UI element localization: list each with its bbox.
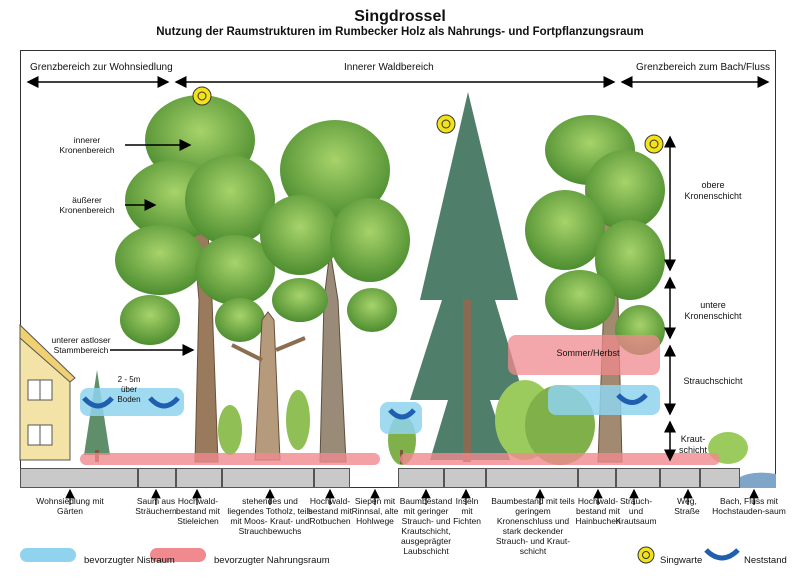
zone-label-center: Innerer Waldbereich (344, 62, 434, 73)
ground-segment (486, 468, 578, 488)
layer-herb: Kraut-schicht (678, 434, 707, 455)
zone-label-left: Grenzbereich zur Wohnsiedlung (30, 62, 173, 73)
layer-shrub: Strauchschicht (683, 376, 743, 386)
beech-tree (260, 120, 410, 463)
ground-segment (700, 468, 740, 488)
ground-segment (222, 468, 314, 488)
ground-segment (176, 468, 222, 488)
ground-segment (660, 468, 700, 488)
hornbeam-tree (525, 115, 665, 463)
layer-lower-crown: untere Kronenschicht (684, 300, 742, 321)
ground-segment (138, 468, 176, 488)
ground-segment (314, 468, 350, 488)
ground-segment (578, 468, 616, 488)
legend-song-post: Singwarte (660, 555, 703, 566)
bottom-label-creek: Bach, Fluss mit Hochstauden-saum (712, 496, 786, 516)
diagram-title: Singdrossel (354, 8, 446, 25)
song-posts (192, 86, 664, 154)
label-lower-trunk: unterer astloser Stammbereich (51, 335, 111, 355)
legend-graphics (20, 546, 740, 564)
bottom-label-shrub-edge: Saum aus Sträuchern (135, 496, 177, 516)
bottom-label-spruce-islands: Inseln mit Fichten (453, 496, 481, 526)
ground-segment (616, 468, 660, 488)
zone-label-right: Grenzbereich zum Bach/Fluss (636, 62, 770, 73)
label-nest-height: 2 - 5m über Boden (117, 375, 141, 404)
legend-nest-space: bevorzugter Nistraum (84, 555, 175, 566)
ground-segment (20, 468, 138, 488)
bottom-label-tree-stand: Baumbestand mit geringer Strauch- und Kr… (399, 496, 453, 556)
label-season: Sommer/Herbst (556, 348, 620, 358)
crown-arrows (110, 139, 195, 356)
bottom-label-road: Weg, Straße (674, 496, 700, 516)
bottom-pointers (65, 488, 759, 505)
bottom-label-beech-forest: Hochwald-bestand mit Rotbuchen (308, 496, 352, 526)
bottom-label-residential: Wohnsiedlung mit Gärten (36, 496, 104, 516)
diagram-subtitle: Nutzung der Raumstrukturen im Rumbecker … (156, 26, 644, 38)
legend-food-space: bevorzugter Nahrungsraum (214, 555, 330, 566)
layer-upper-crown: obere Kronenschicht (684, 180, 742, 201)
label-outer-crown: äußerer Kronenbereich (59, 195, 115, 215)
bottom-label-deadwood: stehendes und liegendes Totholz, teils m… (227, 496, 313, 536)
label-inner-crown: innerer Kronenbereich (59, 135, 115, 155)
food-zones (80, 335, 720, 465)
house-illustration (19, 323, 76, 461)
ground-segment (444, 468, 486, 488)
creek (738, 472, 776, 488)
ground-segment (398, 468, 444, 488)
bottom-label-herb-edge: Strauch- und Krautsaum (615, 496, 657, 526)
bottom-label-hornbeam-forest: Hochwald-bestand mit Hainbuchen (575, 496, 621, 526)
nest-markers (82, 393, 648, 420)
big-spruce (410, 92, 525, 462)
bottom-label-oak-forest: Hochwald-bestand mit Stieleichen (176, 496, 220, 526)
legend-nest-site: Neststand (744, 555, 787, 566)
oak-tree (115, 95, 275, 463)
bottom-label-dense-stand: Baumbestand mit teils geringem Kronensch… (491, 496, 575, 556)
bottom-label-siepen: Siepen mit Rinnsal, alte Hohlwege (351, 496, 399, 526)
